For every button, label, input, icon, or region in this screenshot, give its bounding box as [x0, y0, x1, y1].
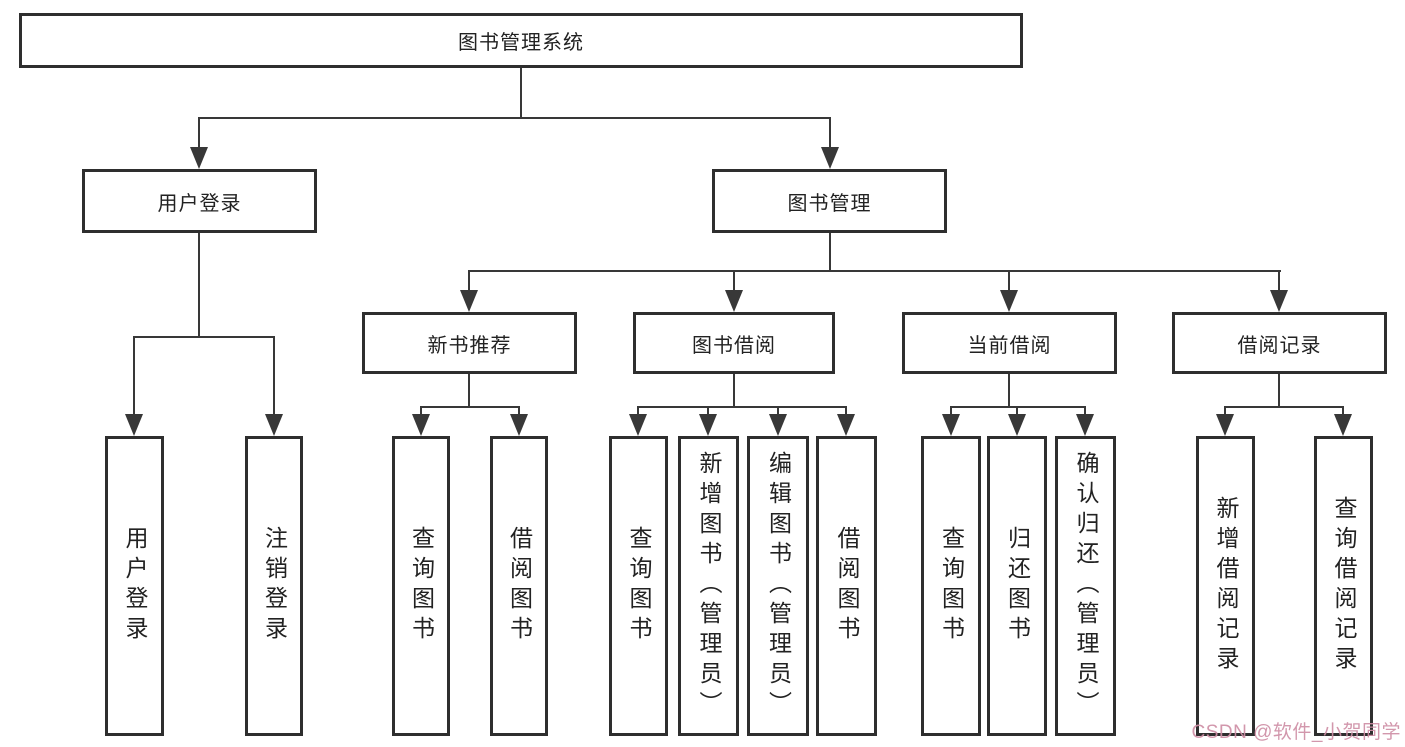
arrowhead-icon	[412, 414, 430, 436]
arrowhead-icon	[1270, 290, 1288, 312]
arrowhead-icon	[629, 414, 647, 436]
connector-line	[468, 270, 470, 292]
leaf-borrow-book-2: 借阅图书	[816, 436, 877, 736]
node-book-borrow: 图书借阅	[633, 312, 835, 374]
arrowhead-icon	[821, 147, 839, 169]
watermark-text: CSDN @软件_小贺同学	[1191, 722, 1401, 743]
arrowhead-icon	[942, 414, 960, 436]
leaf-label: 借阅图书	[506, 526, 533, 646]
leaf-query-book-3: 查询图书	[921, 436, 981, 736]
arrowhead-icon	[699, 414, 717, 436]
connector-line	[1224, 406, 1226, 416]
connector-line	[468, 270, 1281, 272]
connector-line	[133, 336, 275, 338]
leaf-label: 用户登录	[122, 526, 148, 646]
arrowhead-icon	[510, 414, 528, 436]
arrowhead-icon	[1076, 414, 1094, 436]
connector-line	[1008, 270, 1010, 292]
leaf-label: 归还图书	[1004, 526, 1031, 646]
leaf-add-borrow-record: 新增借阅记录	[1196, 436, 1255, 736]
connector-line	[1342, 406, 1344, 416]
leaf-logout: 注销登录	[245, 436, 303, 736]
connector-line	[198, 117, 831, 119]
connector-line	[1278, 270, 1280, 292]
arrowhead-icon	[1334, 414, 1352, 436]
leaf-query-book-1: 查询图书	[392, 436, 450, 736]
node-user-login: 用户登录	[82, 169, 317, 233]
leaf-label: 查询图书	[626, 526, 652, 646]
leaf-label: 查询图书	[408, 526, 435, 646]
connector-line	[777, 406, 779, 416]
leaf-return-book: 归还图书	[987, 436, 1047, 736]
connector-line	[1016, 406, 1018, 416]
leaf-label: 编辑图书（管理员）	[765, 451, 792, 721]
arrowhead-icon	[125, 414, 143, 436]
connector-line	[198, 233, 200, 338]
arrowhead-icon	[1000, 290, 1018, 312]
connector-line	[420, 406, 422, 416]
leaf-user-login: 用户登录	[105, 436, 164, 736]
connector-line	[733, 374, 735, 407]
leaf-edit-book-admin: 编辑图书（管理员）	[747, 436, 809, 736]
leaf-query-borrow-record: 查询借阅记录	[1314, 436, 1373, 736]
connector-line	[829, 117, 831, 150]
leaf-add-book-admin: 新增图书（管理员）	[678, 436, 739, 736]
connector-line	[637, 406, 639, 416]
connector-line	[1084, 406, 1086, 416]
connector-line	[950, 406, 1086, 408]
leaf-label: 借阅图书	[834, 526, 860, 646]
connector-line	[845, 406, 847, 416]
node-current-borrow: 当前借阅	[902, 312, 1117, 374]
arrowhead-icon	[265, 414, 283, 436]
arrowhead-icon	[460, 290, 478, 312]
connector-line	[829, 233, 831, 272]
leaf-label: 查询借阅记录	[1331, 496, 1357, 676]
connector-line	[1008, 374, 1010, 407]
node-book-management: 图书管理	[712, 169, 947, 233]
arrowhead-icon	[725, 290, 743, 312]
connector-line	[1278, 374, 1280, 407]
connector-line	[733, 270, 735, 292]
node-borrow-records: 借阅记录	[1172, 312, 1387, 374]
connector-line	[950, 406, 952, 416]
leaf-label: 查询图书	[938, 526, 965, 646]
connector-line	[637, 406, 847, 408]
leaf-confirm-return-admin: 确认归还（管理员）	[1055, 436, 1116, 736]
connector-line	[133, 336, 135, 416]
arrowhead-icon	[190, 147, 208, 169]
connector-line	[198, 117, 200, 150]
arrowhead-icon	[1008, 414, 1026, 436]
node-library-management-system: 图书管理系统	[19, 13, 1023, 68]
leaf-query-book-2: 查询图书	[609, 436, 668, 736]
connector-line	[707, 406, 709, 416]
connector-line	[1224, 406, 1344, 408]
connector-line	[420, 406, 520, 408]
arrowhead-icon	[837, 414, 855, 436]
connector-line	[468, 374, 470, 407]
arrowhead-icon	[1216, 414, 1234, 436]
leaf-label: 注销登录	[261, 526, 288, 646]
arrowhead-icon	[769, 414, 787, 436]
connector-line	[273, 336, 275, 416]
leaf-label: 新增图书（管理员）	[696, 451, 722, 721]
node-new-book-recommend: 新书推荐	[362, 312, 577, 374]
leaf-borrow-book-1: 借阅图书	[490, 436, 548, 736]
leaf-label: 确认归还（管理员）	[1073, 451, 1099, 721]
leaf-label: 新增借阅记录	[1213, 496, 1239, 676]
connector-line	[518, 406, 520, 416]
connector-line	[520, 68, 522, 119]
